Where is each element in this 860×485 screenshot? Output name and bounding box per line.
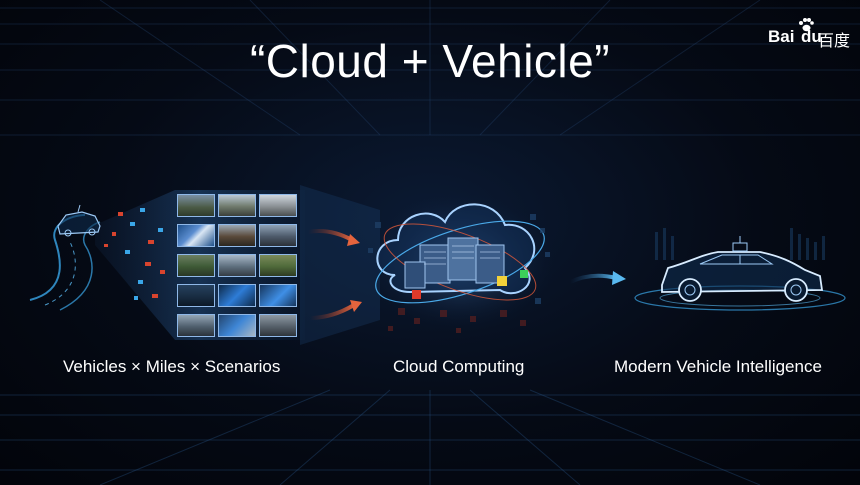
stage-label-cloud: Cloud Computing [393, 357, 525, 376]
scenario-thumbnail [177, 194, 215, 217]
scenario-thumbnail [177, 284, 215, 307]
baidu-paw-icon [799, 18, 814, 32]
slide-title: “Cloud + Vehicle” [249, 35, 611, 87]
scenario-thumbnail [218, 284, 256, 307]
scenario-thumbnail [259, 194, 297, 217]
baidu-logo: Bai du 百度 [768, 18, 850, 52]
scenario-thumbnail [218, 254, 256, 277]
scenario-thumbnail [259, 314, 297, 337]
scenario-thumbnail [218, 224, 256, 247]
logo-text-bai: Bai [768, 27, 795, 46]
scenario-thumbnail [177, 224, 215, 247]
scenario-thumbnail-grid [177, 194, 299, 337]
intelligent-car-icon [634, 228, 846, 311]
scenario-thumbnail [177, 314, 215, 337]
scenario-thumbnail [218, 194, 256, 217]
logo-text-du: du [801, 27, 822, 46]
cloud-server-icon [365, 192, 555, 333]
stage-label-vehicles: Vehicles × Miles × Scenarios [63, 357, 281, 376]
scenario-thumbnail [218, 314, 256, 337]
logo-text-chinese: 百度 [818, 31, 851, 50]
scenario-thumbnail [177, 254, 215, 277]
scenario-thumbnail [259, 284, 297, 307]
car-road-icon [29, 204, 101, 311]
scenario-thumbnail [259, 224, 297, 247]
stage-label-intelligence: Modern Vehicle Intelligence [614, 357, 822, 376]
scenario-thumbnail [259, 254, 297, 277]
